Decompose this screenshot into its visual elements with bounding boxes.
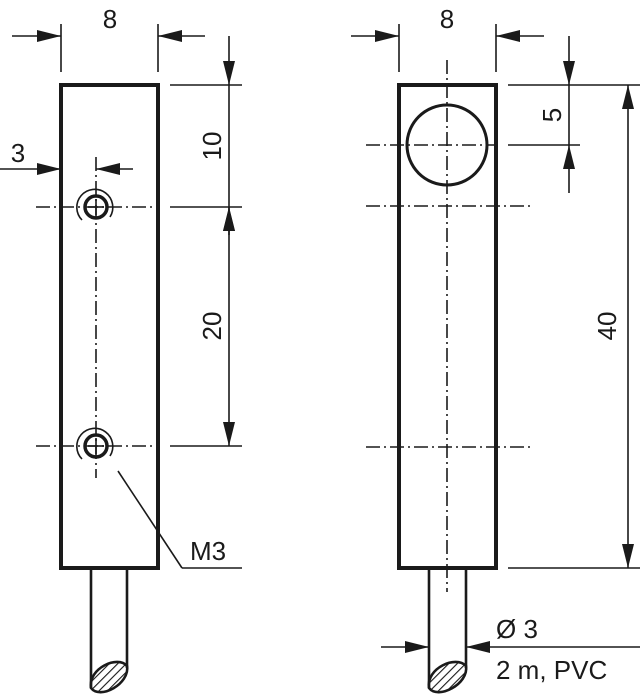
right-view: 8 5 40 Ø 3 2 m, PVC — [351, 4, 640, 694]
right-width-dimension: 8 — [351, 4, 544, 72]
left-sensor-body — [59, 83, 160, 570]
length-dimension: 40 — [592, 85, 634, 568]
sensing-center-label: 5 — [537, 108, 567, 122]
top-to-hole-dimension: 10 — [197, 36, 235, 235]
mounting-hole-top — [36, 188, 158, 221]
right-cable — [427, 568, 468, 694]
left-view: 8 3 10 20 — [0, 4, 242, 694]
sensing-face — [366, 103, 496, 187]
hole-offset-dimension: 3 — [0, 138, 133, 175]
hole-spacing-label: 20 — [197, 312, 227, 341]
cable-diameter-label: Ø 3 — [496, 614, 538, 644]
left-width-label: 8 — [103, 4, 117, 34]
left-width-dimension: 8 — [12, 4, 205, 72]
left-cable — [89, 568, 129, 694]
sensing-center-dimension: 5 — [537, 36, 575, 193]
mounting-hole-bottom — [36, 427, 158, 460]
hole-spacing-dimension: 20 — [197, 207, 235, 446]
thread-callout: M3 — [117, 470, 242, 569]
thread-label: M3 — [190, 536, 226, 566]
length-label: 40 — [592, 312, 622, 341]
cable-diameter-dimension: Ø 3 2 m, PVC — [381, 614, 640, 685]
cable-spec-label: 2 m, PVC — [496, 655, 607, 685]
hole-offset-label: 3 — [11, 138, 25, 168]
right-width-label: 8 — [440, 4, 454, 34]
top-to-hole-label: 10 — [197, 132, 227, 161]
